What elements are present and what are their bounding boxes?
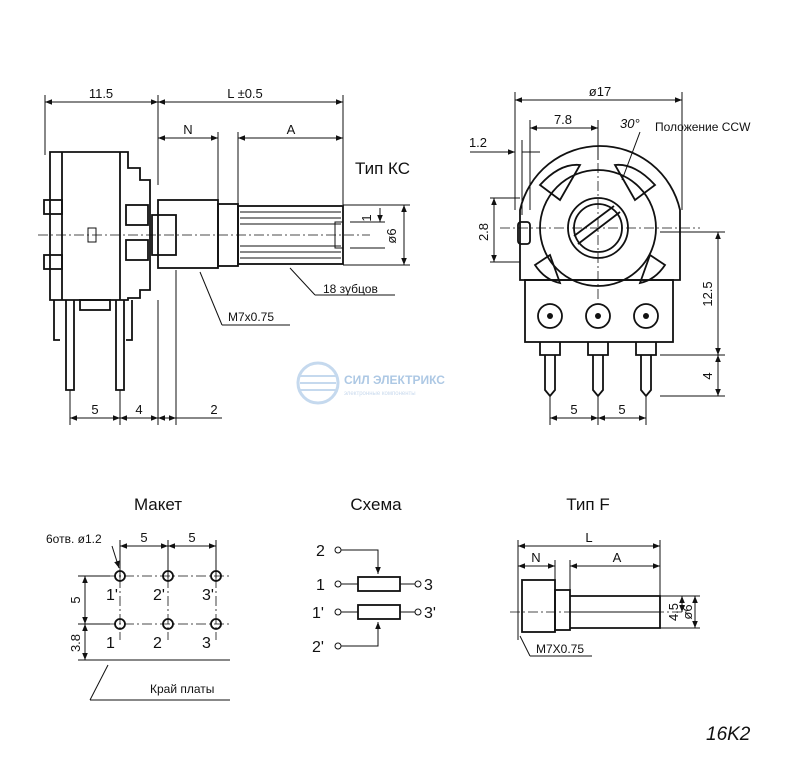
sch-pin-1: 1 <box>316 577 325 594</box>
layout-pin-2: 2 <box>153 635 162 652</box>
type-f-n: N <box>531 550 540 565</box>
dim-1-2: 1.2 <box>469 135 487 150</box>
dim-a: A <box>287 122 296 137</box>
dim-4: 4 <box>700 372 715 379</box>
dim-body-length: 11.5 <box>89 86 113 101</box>
type-f-thread: M7X0.75 <box>536 642 584 656</box>
ccw-caption: Положение CCW <box>655 120 751 134</box>
watermark-brand: СИЛ ЭЛЕКТРИКС <box>344 373 445 387</box>
type-f-l: L <box>585 530 592 545</box>
sch-pin-2b: 2' <box>312 639 324 656</box>
dim-gap: 1 <box>359 214 374 221</box>
layout-pitch-1: 5 <box>140 530 147 545</box>
layout-v5: 5 <box>68 596 83 603</box>
teeth-label: 18 зубцов <box>323 282 378 296</box>
layout-pin-2b: 2' <box>153 587 165 604</box>
dim-pin-5: 5 <box>91 402 98 417</box>
layout-holes: 6отв. ø1.2 <box>46 532 102 546</box>
dim-pin-2: 2 <box>210 402 217 417</box>
schematic-view: Схема 2 1 3 1' 3' 2' <box>312 495 436 656</box>
layout-v38: 3.8 <box>68 634 83 652</box>
front-view: ø17 7.8 30° Положение CCW 1.2 2.8 <box>469 84 751 425</box>
type-f-view: Тип F L N A 4.5 ø6 M7X0.75 <box>510 495 700 657</box>
dim-pin-5b: 5 <box>618 402 625 417</box>
watermark-tagline: электронные компоненты <box>344 391 416 397</box>
layout-pin-1b: 1' <box>106 587 118 604</box>
layout-pin-3: 3 <box>202 635 211 652</box>
type-f-title: Тип F <box>566 495 609 514</box>
layout-pitch-2: 5 <box>188 530 195 545</box>
dim-shaft-length: L ±0.5 <box>227 86 263 101</box>
sch-pin-2: 2 <box>316 543 325 560</box>
dim-angle: 30° <box>620 116 640 131</box>
sch-pin-3b: 3' <box>424 605 436 622</box>
type-f-a: A <box>613 550 622 565</box>
knurl-lines <box>240 211 341 259</box>
thread-label: M7x0.75 <box>228 310 274 324</box>
model-code: 16K2 <box>706 724 751 745</box>
sch-pin-3: 3 <box>424 577 433 594</box>
dim-pin-5a: 5 <box>570 402 577 417</box>
side-view: 11.5 L ±0.5 N A Тип КС <box>38 86 410 425</box>
schematic-title: Схема <box>350 495 402 514</box>
dim-n: N <box>183 122 192 137</box>
layout-pin-3b: 3' <box>202 587 214 604</box>
dim-pin-4: 4 <box>135 402 142 417</box>
watermark: СИЛ ЭЛЕКТРИКС электронные компоненты <box>296 361 445 405</box>
dim-2-8: 2.8 <box>476 223 491 241</box>
type-f-d6: ø6 <box>680 604 695 619</box>
layout-view: Макет 6отв. ø1.2 5 5 1' 2' 3' 1 2 3 5 3.… <box>46 495 232 701</box>
layout-pin-1: 1 <box>106 635 115 652</box>
dim-diameter: ø6 <box>384 228 399 243</box>
dim-7-8: 7.8 <box>554 112 572 127</box>
type-f-4-5: 4.5 <box>666 603 681 621</box>
side-view-title: Тип КС <box>355 159 410 178</box>
dim-front-diameter: ø17 <box>589 84 611 99</box>
sch-pin-1b: 1' <box>312 605 324 622</box>
layout-edge: Край платы <box>150 682 214 696</box>
dim-12-5: 12.5 <box>700 281 715 306</box>
layout-title: Макет <box>134 495 182 514</box>
